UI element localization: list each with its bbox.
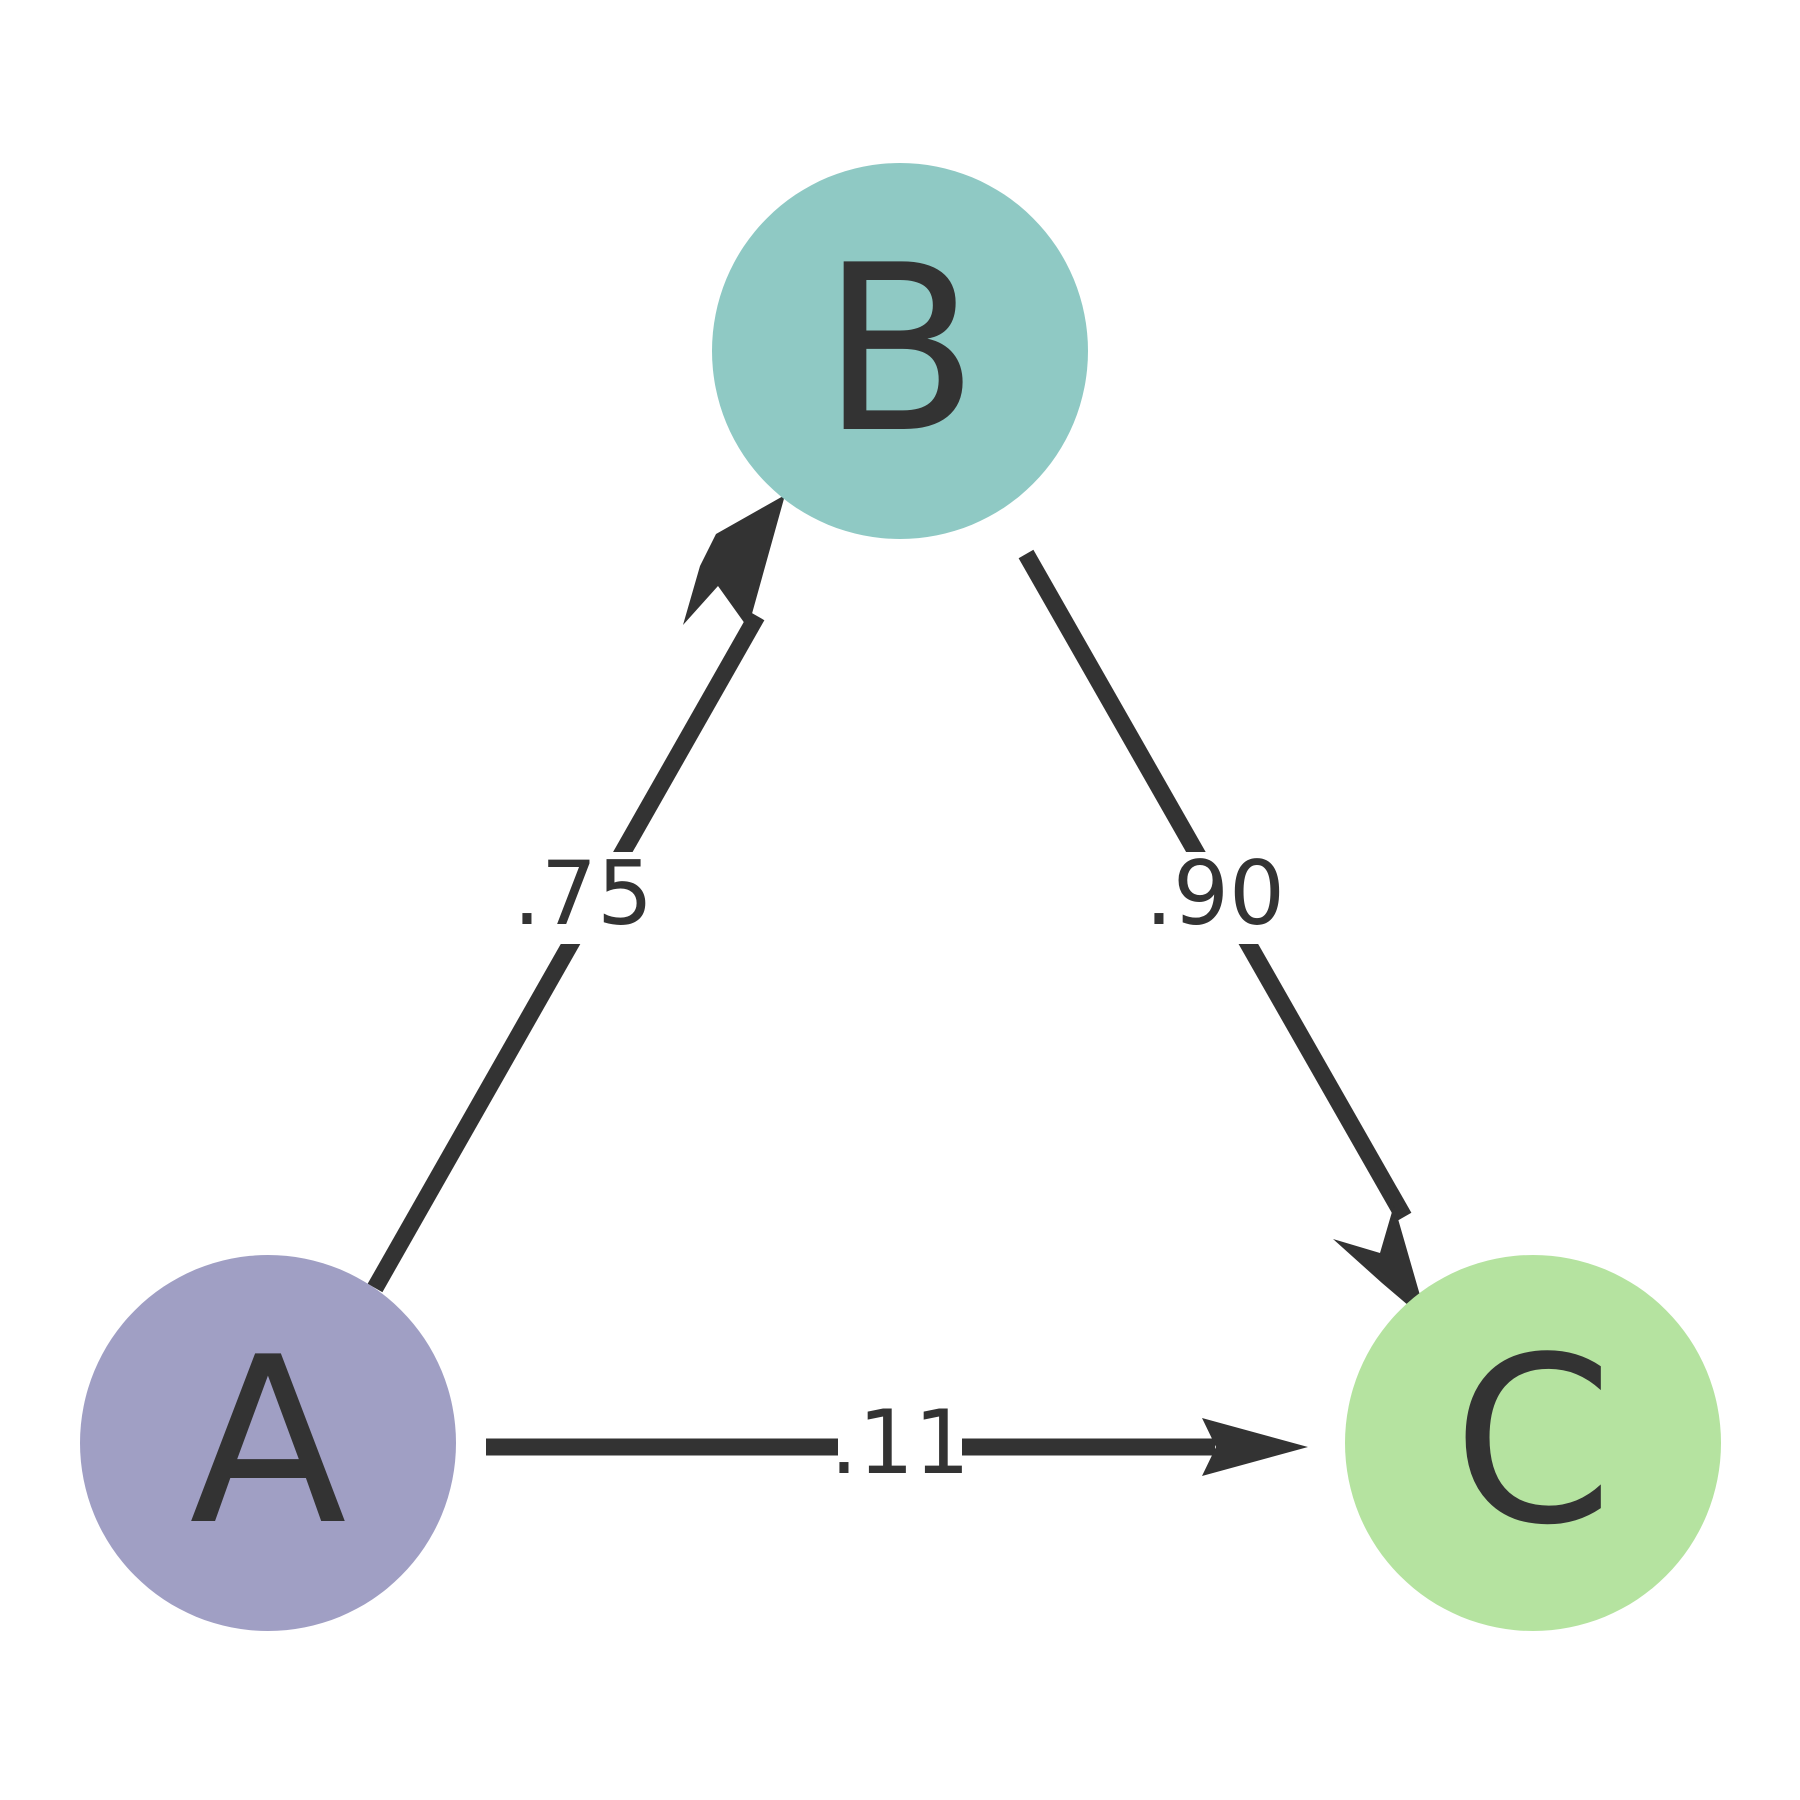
edge-layer: .75 .90 .11 <box>367 495 1432 1494</box>
edge-a-c-label-halo <box>838 1400 962 1494</box>
edge-a-b[interactable]: .75 <box>367 495 785 1293</box>
node-a[interactable]: A <box>80 1255 456 1631</box>
node-c[interactable]: C <box>1345 1255 1721 1631</box>
node-a-label: A <box>189 1309 346 1576</box>
edge-a-b-line <box>367 611 765 1293</box>
node-b[interactable]: B <box>712 163 1088 539</box>
edge-a-c[interactable]: .11 <box>486 1391 1308 1494</box>
edge-a-c-arrowhead <box>1202 1418 1308 1476</box>
edge-a-b-label: .75 <box>513 842 653 945</box>
edge-a-b-arrowhead <box>683 495 785 628</box>
node-c-circle[interactable] <box>1345 1255 1721 1631</box>
node-layer: B A C <box>80 163 1721 1631</box>
edge-b-c-label: .90 <box>1145 842 1285 945</box>
node-a-circle[interactable] <box>80 1255 456 1631</box>
node-c-label: C <box>1453 1309 1614 1576</box>
node-b-circle[interactable] <box>712 163 1088 539</box>
edge-b-c-label-halo <box>1153 852 1277 944</box>
node-b-label: B <box>821 217 979 484</box>
edge-a-c-label: .11 <box>830 1391 970 1494</box>
edge-a-b-label-halo <box>523 852 647 944</box>
edge-b-c[interactable]: .90 <box>1018 549 1432 1337</box>
